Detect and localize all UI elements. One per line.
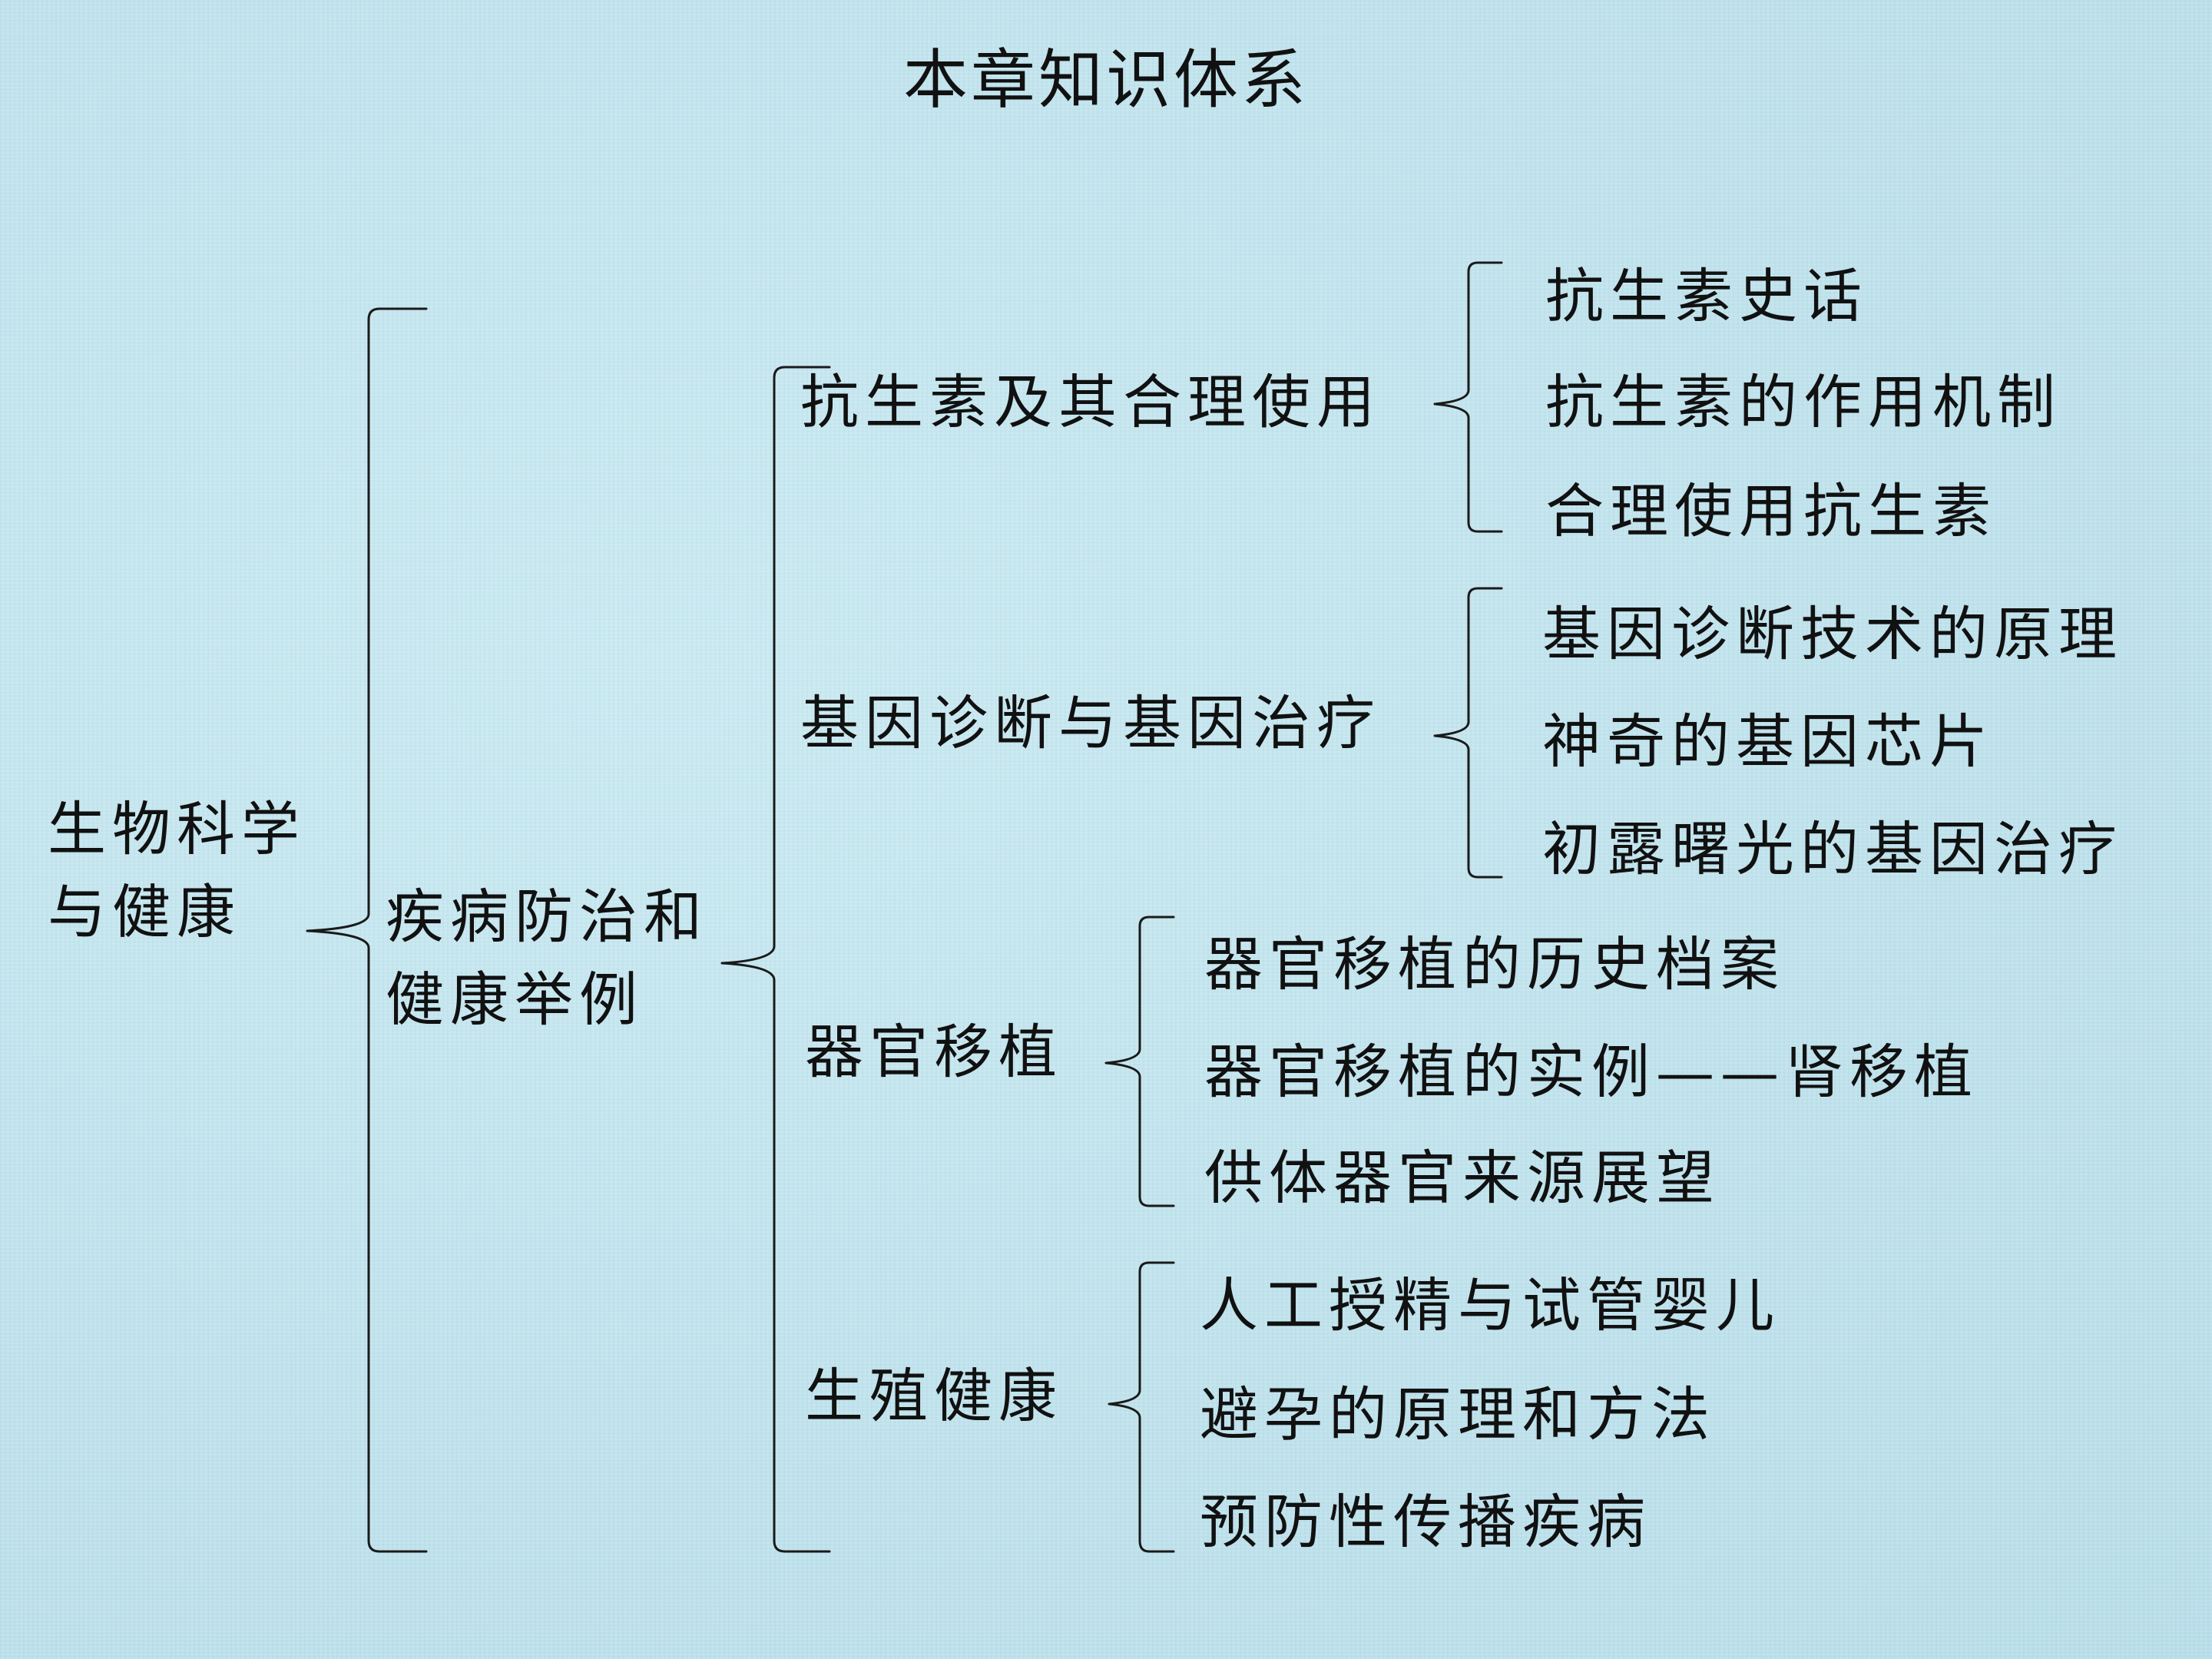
topic-1-item-2: 抗生素的作用机制 xyxy=(1545,368,2061,436)
topic-3-item-3: 供体器官来源展望 xyxy=(1204,1144,1720,1212)
level1-node-line-2: 健康举例 xyxy=(386,965,644,1034)
topic-1-item-3: 合理使用抗生素 xyxy=(1545,477,1997,545)
bracket-topic-4 xyxy=(1108,1261,1175,1553)
bracket-topic-3 xyxy=(1104,916,1175,1207)
topic-label-1: 抗生素及其合理使用 xyxy=(800,368,1381,436)
bracket-level1 xyxy=(720,366,831,1553)
topic-4-item-1: 人工授精与试管婴儿 xyxy=(1200,1271,1780,1339)
level1-node-line-1: 疾病防治和 xyxy=(386,882,708,951)
topic-4-item-3: 预防性传播疾病 xyxy=(1200,1488,1651,1556)
page-title: 本章知识体系 xyxy=(902,42,1309,118)
topic-2-item-2: 神奇的基因芯片 xyxy=(1542,707,1994,776)
topic-3-item-2: 器官移植的实例——肾移植 xyxy=(1204,1038,1979,1106)
root-node-line-1: 生物科学 xyxy=(48,795,306,863)
bracket-topic-1 xyxy=(1433,261,1503,533)
topic-4-item-2: 避孕的原理和方法 xyxy=(1200,1380,1716,1449)
topic-label-2: 基因诊断与基因治疗 xyxy=(800,689,1381,757)
topic-label-3: 器官移植 xyxy=(805,1018,1063,1086)
topic-2-item-3: 初露曙光的基因治疗 xyxy=(1542,815,2123,883)
level1-node: 疾病防治和 健康举例 xyxy=(386,876,708,1041)
root-node-line-2: 与健康 xyxy=(48,878,241,946)
root-node: 生物科学 与健康 xyxy=(48,788,306,954)
bracket-root xyxy=(306,307,428,1553)
topic-1-item-1: 抗生素史话 xyxy=(1545,262,1868,330)
topic-label-4: 生殖健康 xyxy=(805,1362,1063,1430)
topic-3-item-1: 器官移植的历史档案 xyxy=(1204,930,1785,998)
topic-2-item-1: 基因诊断技术的原理 xyxy=(1542,600,2123,668)
bracket-topic-2 xyxy=(1433,587,1503,879)
